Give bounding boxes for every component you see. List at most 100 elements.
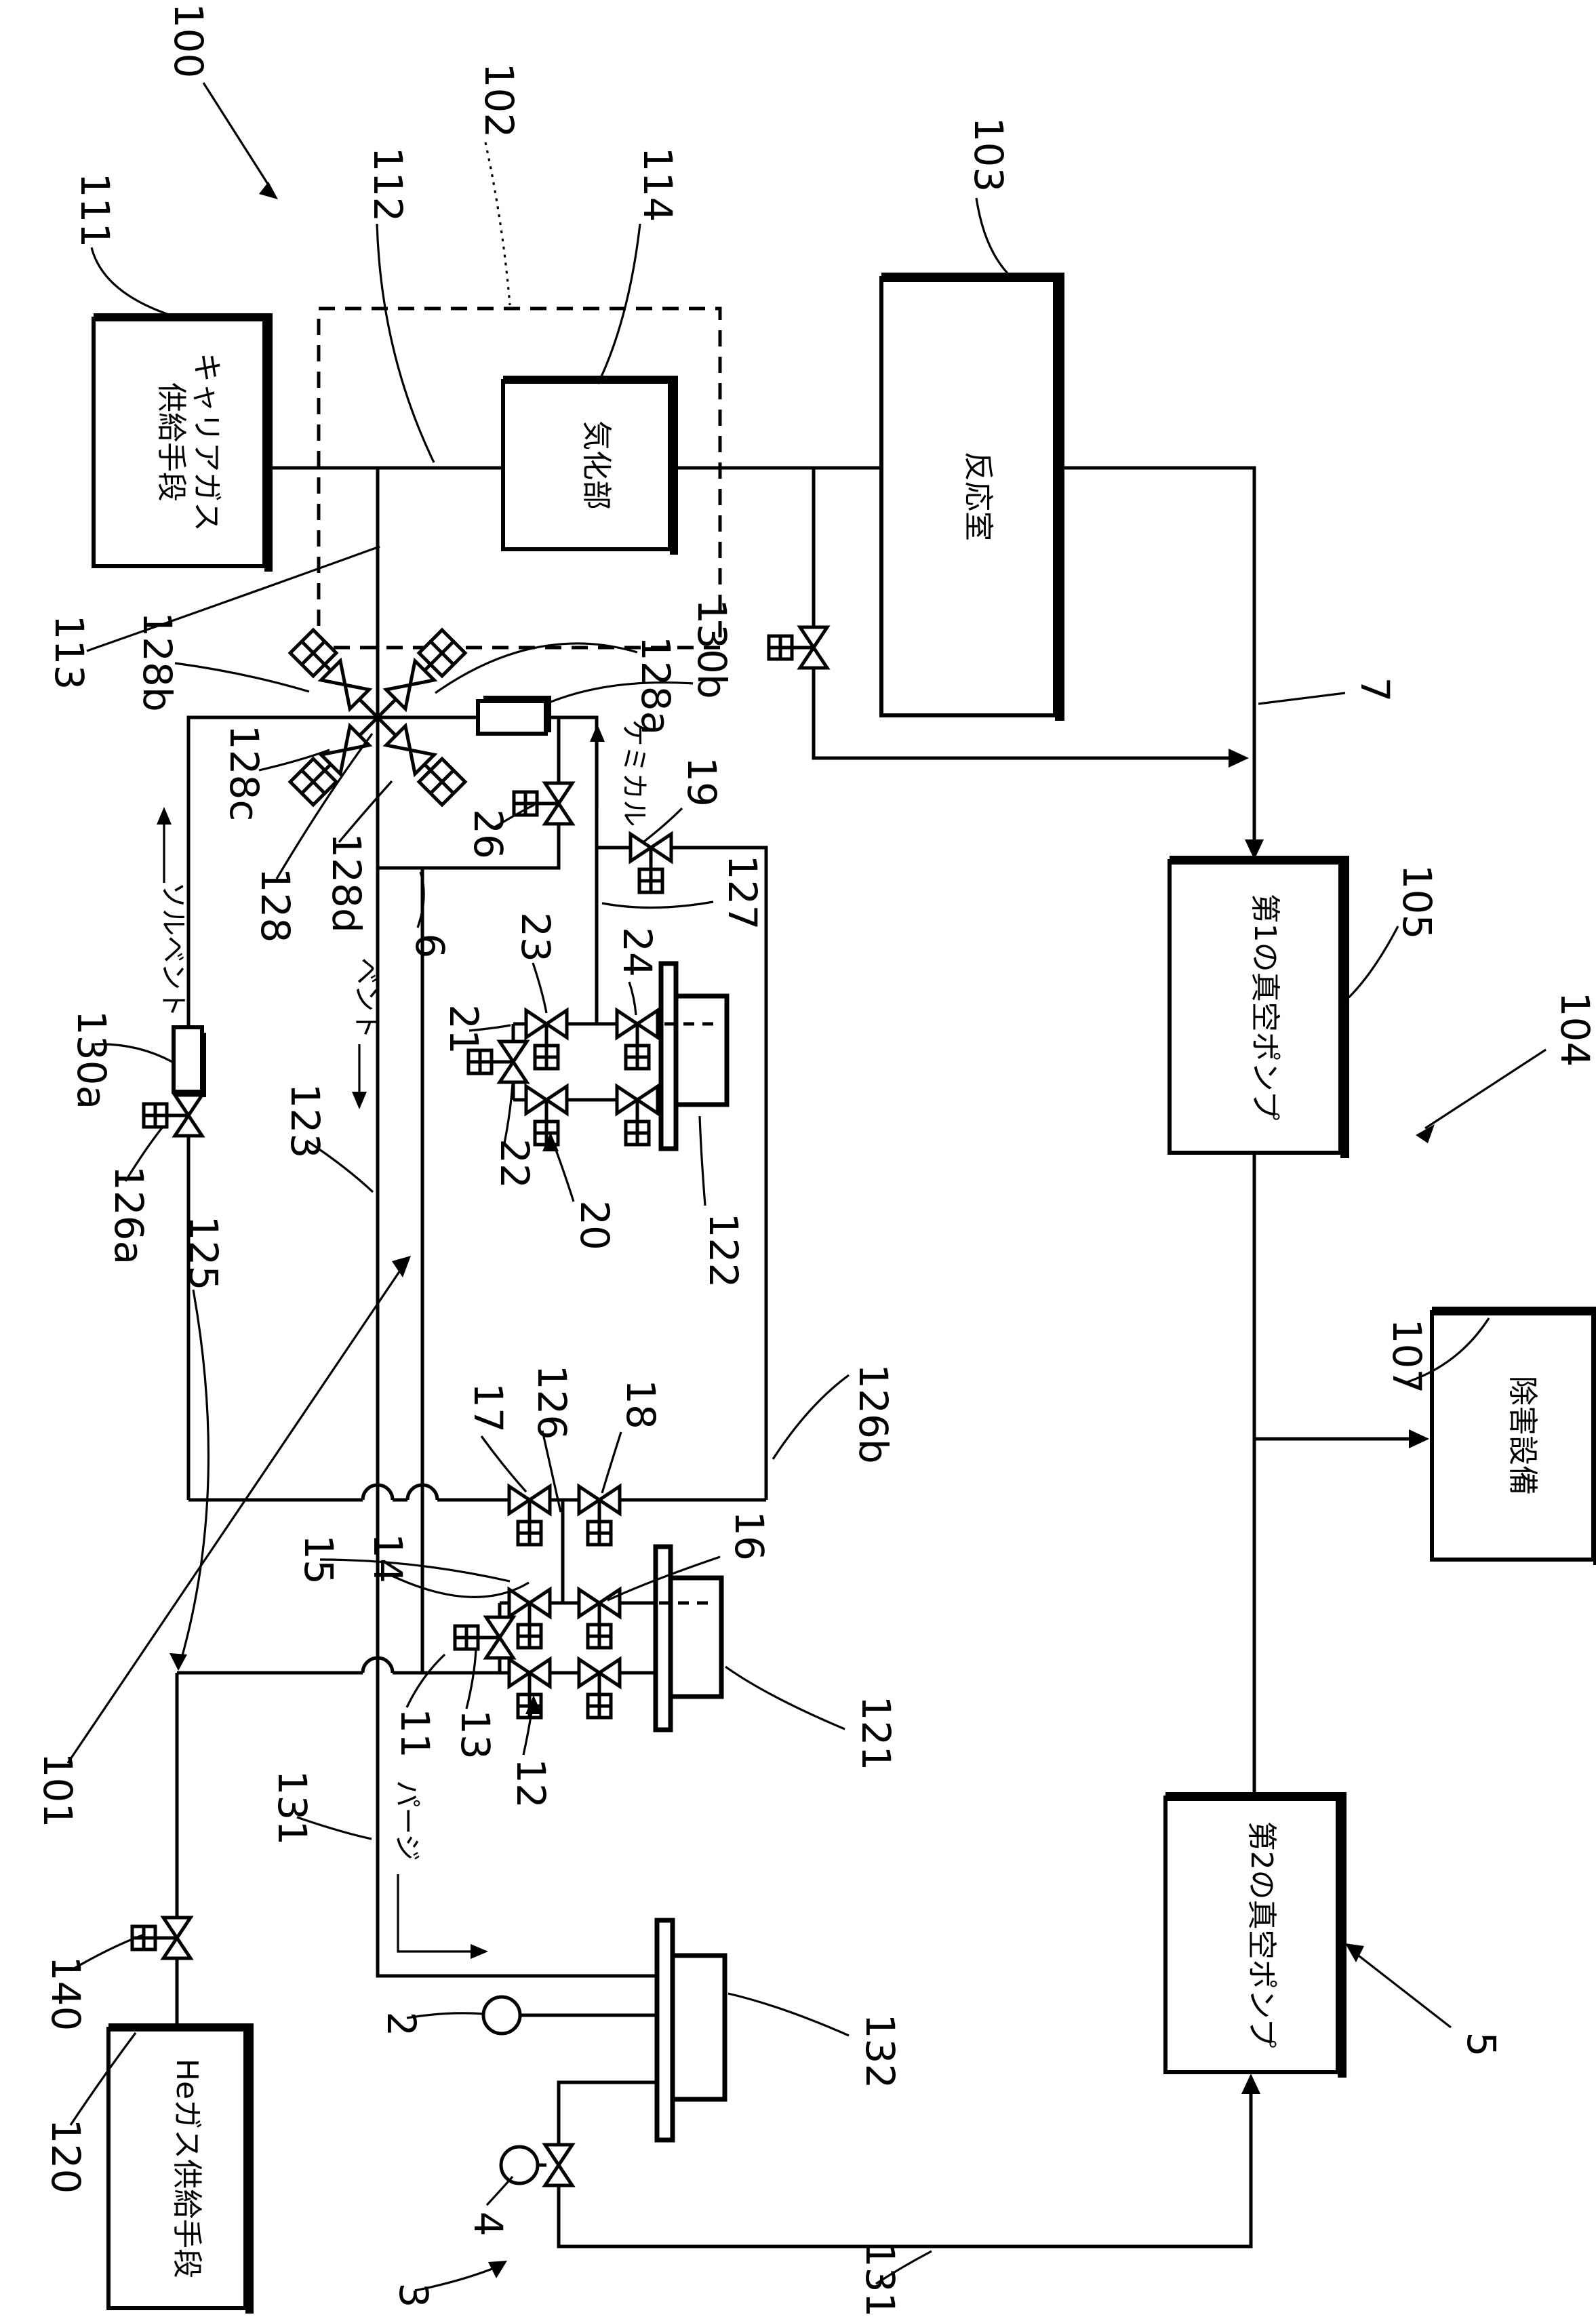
valve-20b	[615, 1083, 660, 1117]
label-113: 113	[46, 615, 92, 690]
purge-arrow	[397, 1874, 479, 1953]
arrowhead-into-pump2	[1241, 2074, 1260, 2094]
diamond-128c-actuator	[287, 756, 339, 808]
label-122: 122	[700, 1213, 746, 1288]
arrow-101	[66, 1266, 404, 1764]
valve-12b	[577, 1656, 622, 1690]
label-100: 100	[165, 3, 212, 79]
leader-128c	[258, 749, 330, 772]
container-121	[653, 1544, 724, 1732]
diamond-128d-actuator	[416, 756, 468, 808]
filter-130b	[476, 696, 551, 736]
valve-22	[496, 1039, 530, 1084]
flow-arrowheads	[1229, 749, 1429, 2094]
valve-22-actuator	[466, 1048, 513, 1075]
box-pump1-label: 第1の真空ポンプ	[1248, 894, 1282, 1121]
valve-24-actuator	[624, 1024, 651, 1071]
label-16: 16	[726, 1511, 772, 1561]
box-vaporizer: 気化部	[501, 376, 678, 555]
valve-bypass	[797, 625, 831, 670]
leader-2	[406, 2012, 483, 2019]
label-3: 3	[391, 2283, 437, 2308]
valve-16-actuator	[586, 1603, 613, 1650]
valve-140	[160, 1916, 194, 1960]
leader-21	[468, 1024, 511, 1032]
valve-20b-actuator	[624, 1100, 651, 1147]
label-26: 26	[465, 809, 511, 859]
leader-126b	[772, 1374, 850, 1460]
leader-4	[485, 2175, 514, 2206]
box-abatement-label: 除害設備	[1505, 1376, 1540, 1495]
box-vacuum-pump-2: 第2の真空ポンプ	[1163, 1792, 1346, 2078]
leader-127	[601, 900, 714, 909]
label-4: 4	[465, 2212, 511, 2237]
box-vaporizer-label: 気化部	[579, 420, 614, 510]
label-140: 140	[43, 1956, 89, 2031]
valve-18-actuator	[586, 1500, 613, 1547]
annotation-chemical: ケミカル	[618, 719, 650, 827]
diamond-128a-actuator	[416, 627, 468, 679]
leader-111	[90, 247, 174, 317]
diamond-128b-actuator	[287, 627, 339, 679]
valve-13-actuator	[453, 1624, 500, 1651]
leader-121	[725, 1665, 845, 1730]
annotation-texts: ソルベント ベント ケミカル パージ	[157, 719, 650, 1861]
valve-12	[507, 1656, 552, 1690]
leader-6	[416, 871, 425, 928]
arrowhead-100	[259, 182, 278, 199]
filter-130a	[172, 1025, 206, 1097]
label-126: 126	[529, 1365, 575, 1440]
valve-12b-actuator	[586, 1673, 613, 1720]
leader-17	[480, 1435, 527, 1493]
label-24: 24	[614, 927, 660, 977]
leader-103	[975, 197, 1012, 278]
leader-19	[643, 807, 683, 843]
label-107: 107	[1384, 1319, 1430, 1394]
leader-122	[698, 1115, 706, 1206]
box-carrier-gas: キャリアガス 供給手段	[92, 313, 273, 572]
arrow-104	[1424, 1048, 1547, 1130]
label-121: 121	[853, 1696, 899, 1771]
vent-arrowhead	[352, 1092, 367, 1109]
box-reaction-chamber: 反応室	[879, 273, 1064, 721]
arrowhead-into-abatement	[1409, 1429, 1429, 1448]
box-he-gas: Heガス供給手段	[106, 2023, 254, 2314]
label-14: 14	[365, 1533, 411, 1583]
arrowhead-5	[1345, 1943, 1364, 1962]
label-126a: 126a	[106, 1166, 152, 1265]
box-carrier-line2: 供給手段	[154, 382, 188, 502]
leader-22	[503, 1083, 514, 1144]
leader-140	[70, 1934, 143, 1972]
box-carrier-line1: キャリアガス	[189, 353, 224, 532]
valve-128c	[317, 722, 373, 778]
container-122	[658, 961, 730, 1151]
leader-113	[86, 545, 380, 652]
valve-13	[483, 1615, 517, 1660]
leader-128b	[174, 662, 310, 693]
label-127: 127	[719, 855, 765, 930]
valve-26-actuator	[512, 790, 559, 817]
label-130b: 130b	[689, 599, 735, 699]
label-130a: 130a	[68, 1010, 115, 1109]
dashed-box-102	[317, 306, 722, 650]
pipe-jump-rowB	[361, 1656, 395, 1673]
valve-4	[542, 2143, 576, 2187]
arrow-5	[1353, 1950, 1452, 2029]
leader-102-dotted	[484, 142, 511, 306]
pipe-6	[378, 717, 561, 870]
label-128d: 128d	[323, 833, 370, 933]
arrow-3	[414, 2265, 500, 2292]
leader-130b	[548, 681, 694, 704]
label-20: 20	[572, 1200, 618, 1250]
label-13: 13	[452, 1709, 498, 1760]
label-11: 11	[392, 1708, 438, 1758]
leader-13	[465, 1648, 477, 1709]
leader-26	[492, 804, 535, 830]
leader-7	[1258, 692, 1346, 705]
flow-annotations	[157, 724, 605, 1959]
label-114: 114	[635, 147, 681, 222]
pipe-chemical-127	[450, 715, 599, 1024]
valve-26	[542, 781, 576, 826]
container-132	[654, 1918, 727, 2143]
